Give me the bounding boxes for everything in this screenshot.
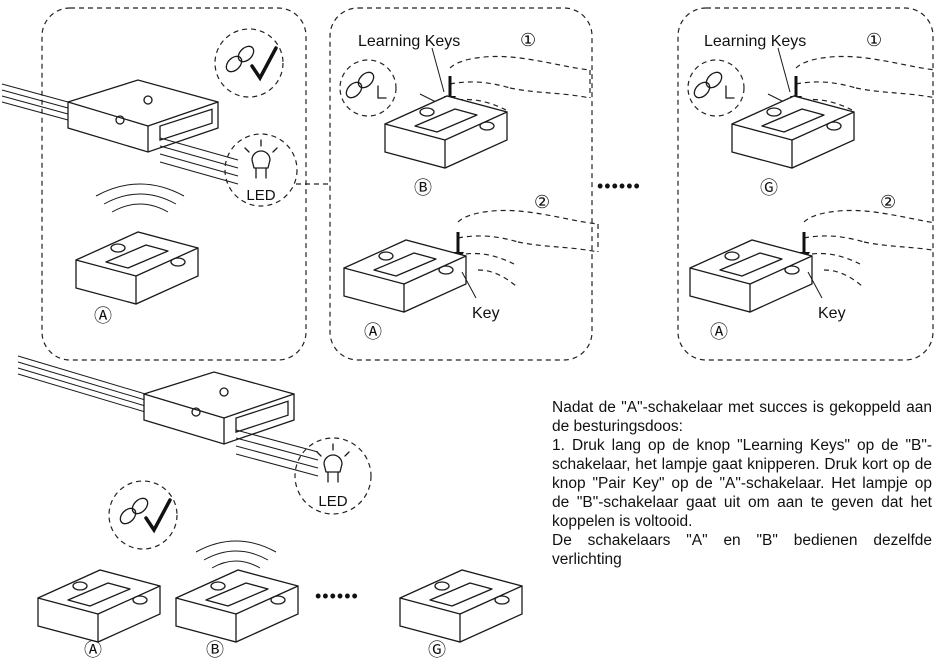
led-label: LED: [246, 187, 275, 204]
key-label: Key: [472, 305, 500, 322]
link-press-icon: [339, 59, 397, 117]
led-bulb-icon: LED: [224, 133, 298, 207]
switch-b-bottom: [175, 569, 299, 643]
key-pointer: [807, 271, 823, 299]
switch-a-panel1: [75, 231, 199, 305]
step2-label: ②: [880, 192, 896, 212]
link-check-icon: [214, 28, 284, 98]
controller-box-bottom: [17, 355, 319, 477]
panel-controller: [41, 7, 307, 361]
switch-b-label: Ⓑ: [414, 178, 432, 198]
led-label: LED: [318, 493, 347, 510]
link-press-icon: [687, 59, 745, 117]
switch-a-label: Ⓐ: [364, 322, 382, 342]
switch-a-bottom: [37, 569, 161, 643]
pointer-line: [767, 47, 791, 105]
step1-label: ①: [520, 30, 536, 50]
learning-keys-label: Learning Keys: [358, 33, 460, 50]
wireless-wave-icon: [95, 183, 185, 213]
ellipsis-dots: ••••••: [597, 176, 641, 196]
switch-g: [731, 95, 855, 169]
switch-b-label: Ⓑ: [206, 640, 224, 660]
led-bulb-icon: LED: [294, 437, 372, 515]
panel-pairing-b: [329, 7, 593, 361]
key-pointer: [461, 271, 477, 299]
panel-pairing-g: [677, 7, 934, 361]
step2-label: ②: [534, 192, 550, 212]
ellipsis-dots: ••••••: [315, 586, 359, 606]
hand-press-icon: [803, 209, 935, 287]
switch-g-bottom: [399, 569, 523, 643]
switch-a-panel2: [343, 239, 467, 313]
switch-a-panel3: [689, 239, 813, 313]
link-check-icon: [108, 480, 178, 550]
pointer-line: [419, 47, 445, 105]
step1-label: ①: [866, 30, 882, 50]
switch-a-label: Ⓐ: [84, 640, 102, 660]
switch-g-label: Ⓖ: [428, 640, 446, 660]
key-label: Key: [818, 305, 846, 322]
switch-a-label: Ⓐ: [710, 322, 728, 342]
learning-keys-label: Learning Keys: [704, 33, 806, 50]
hand-press-icon: [457, 209, 599, 287]
instruction-text: Nadat de "A"-schakelaar met succes is ge…: [552, 399, 932, 568]
switch-g-label: Ⓖ: [760, 178, 778, 198]
controller-box: [1, 79, 239, 185]
switch-b: [384, 95, 508, 169]
switch-a-label: Ⓐ: [94, 306, 112, 326]
wireless-wave-icon: [195, 540, 277, 569]
